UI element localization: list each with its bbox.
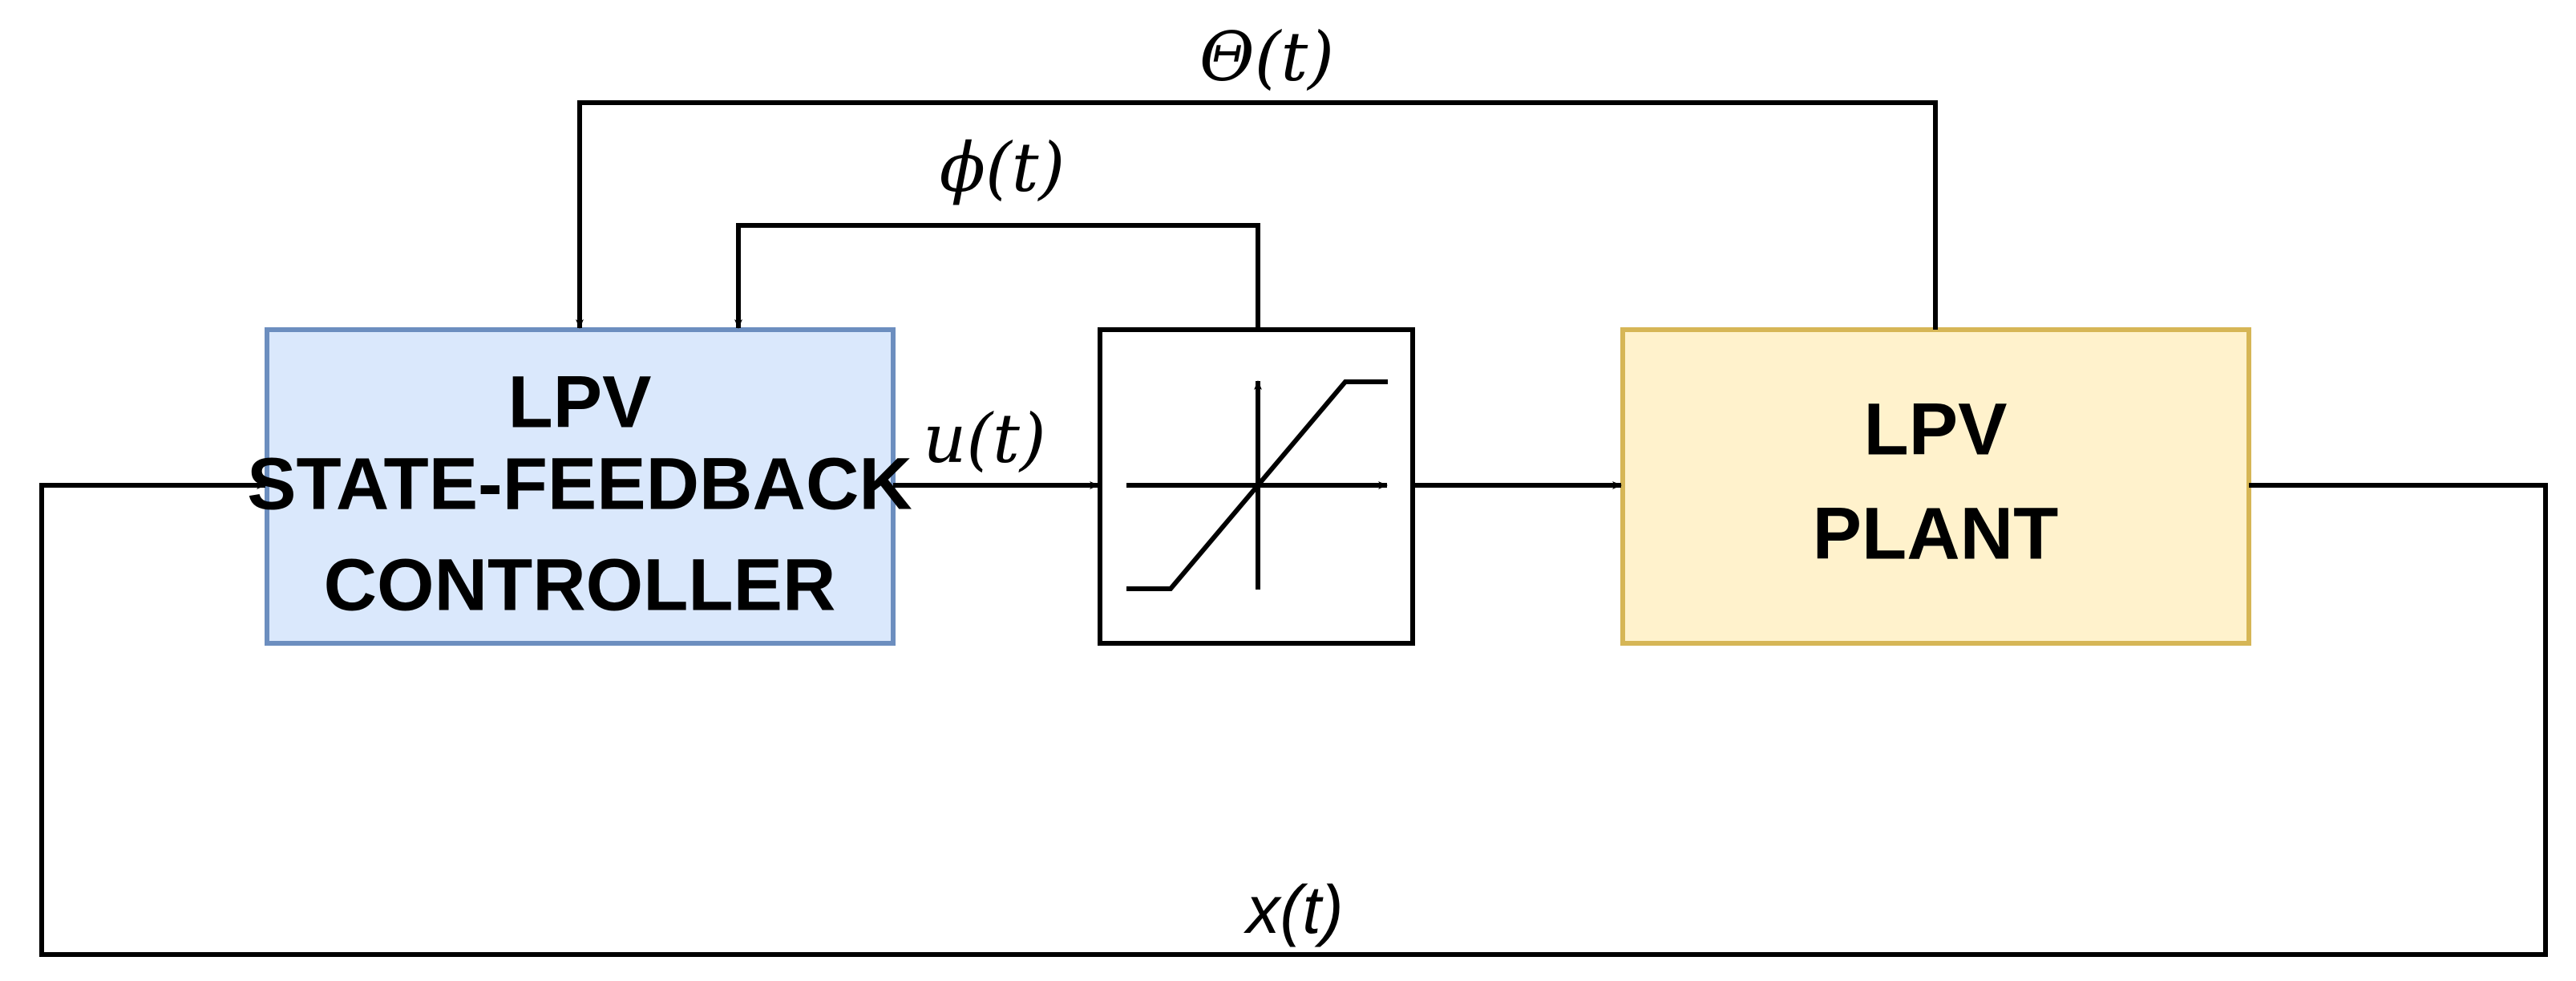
plant-label-line-2: PLANT	[1813, 493, 2059, 574]
theta-signal-wire	[576, 100, 1938, 330]
controller-label-line-3: CONTROLLER	[324, 544, 836, 626]
x-signal-label: x(t)	[1243, 872, 1343, 947]
theta-signal-label: Θ(t)	[1199, 18, 1334, 96]
phi-signal-label: ϕ(t)	[940, 128, 1066, 207]
saturation-curve	[1126, 379, 1388, 591]
plant-label-line-1: LPV	[1864, 388, 2008, 470]
x-signal-wire	[39, 481, 2548, 957]
controller-label-line-1: LPV	[508, 361, 652, 443]
controller-block	[265, 327, 896, 646]
controller-label-line-2: STATE-FEEDBACK	[247, 443, 912, 525]
phi-signal-wire	[734, 223, 1260, 330]
u-signal-label: u(t)	[923, 399, 1045, 478]
plant-block	[1620, 327, 2251, 646]
saturation-icon	[1126, 379, 1388, 591]
